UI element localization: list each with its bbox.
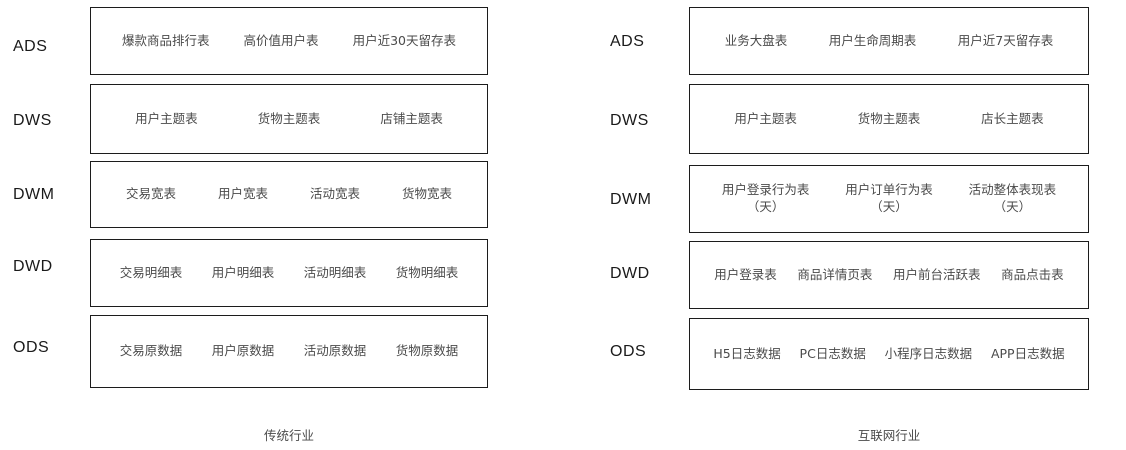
panel-caption-traditional: 传统行业 [263,428,314,443]
layer-label-dwm-right: DWM [610,191,652,208]
layer-label-ods-right: ODS [610,343,647,360]
panel-internet-industry: ADS 业务大盘表 用户生命周期表 用户近7天留存表 DWS 用户主题表 货物主… [563,0,1126,450]
table-item: PC日志数据 [799,345,866,361]
table-item: 用户主题表 [734,110,797,126]
table-item: 用户前台活跃表 [893,266,981,282]
layer-label-dwd-right: DWD [610,265,650,282]
table-item: 小程序日志数据 [884,345,973,361]
table-item: 活动整体表现表 （天） [968,182,1057,214]
table-item: 用户订单行为表 （天） [845,182,933,214]
table-item: 高价值用户表 [243,32,319,48]
layer-box-ods-left: 交易原数据 用户原数据 活动原数据 货物原数据 [90,315,488,388]
layer-box-dwm-right: 用户登录行为表 （天） 用户订单行为表 （天） 活动整体表现表 （天） [689,165,1089,233]
table-item: 用户生命周期表 [828,32,917,48]
table-item: 用户登录行为表 （天） [721,182,810,214]
table-item: 用户近30天留存表 [352,32,456,48]
table-item: 用户宽表 [217,186,268,202]
table-item: 用户登录表 [714,266,777,282]
layer-label-ads-left: ADS [13,38,48,55]
layer-label-dwd-left: DWD [13,258,53,275]
table-item: 交易明细表 [119,264,183,280]
table-item: 商品详情页表 [797,266,873,282]
table-item: 货物宽表 [401,186,452,202]
table-item: 爆款商品排行表 [122,32,210,48]
table-item: 店铺主题表 [380,110,443,126]
table-item: 货物明细表 [395,264,459,280]
table-item: 用户原数据 [211,343,275,359]
table-item: 活动宽表 [309,186,360,202]
layer-box-dwd-left: 交易明细表 用户明细表 活动明细表 货物明细表 [90,239,488,307]
layer-box-ads-left: 爆款商品排行表 高价值用户表 用户近30天留存表 [90,7,488,75]
table-item: 活动原数据 [303,343,367,359]
layer-box-dwm-left: 交易宽表 用户宽表 活动宽表 货物宽表 [90,161,488,228]
table-item: 业务大盘表 [724,32,788,48]
table-item: 交易宽表 [125,186,176,202]
layer-label-dws-right: DWS [610,112,649,129]
panel-traditional-industry: ADS 爆款商品排行表 高价值用户表 用户近30天留存表 DWS 用户主题表 货… [13,7,488,443]
table-item: H5日志数据 [713,345,781,361]
layer-label-ods-left: ODS [13,339,50,356]
layer-box-dws-left: 用户主题表 货物主题表 店铺主题表 [90,84,488,154]
table-item: 货物主题表 [857,110,921,126]
layer-label-ads-right: ADS [610,33,645,50]
layer-box-ads-right: 业务大盘表 用户生命周期表 用户近7天留存表 [689,7,1089,75]
table-item: 用户近7天留存表 [957,32,1054,48]
layer-label-dws-left: DWS [13,112,52,129]
table-item: 用户主题表 [135,110,198,126]
table-item: APP日志数据 [990,345,1065,361]
table-item: 店长主题表 [981,110,1044,126]
panel-caption-internet: 互联网行业 [857,428,921,443]
layer-box-dwd-right: 用户登录表 商品详情页表 用户前台活跃表 商品点击表 [689,241,1089,309]
layer-label-dwm-left: DWM [13,186,55,203]
layer-box-dws-right: 用户主题表 货物主题表 店长主题表 [689,84,1089,154]
table-item: 货物原数据 [395,343,459,359]
table-item: 货物主题表 [257,110,321,126]
table-item: 活动明细表 [303,264,367,280]
table-item: 交易原数据 [119,343,183,359]
table-item: 用户明细表 [211,264,275,280]
table-item: 商品点击表 [1001,266,1064,282]
layer-box-ods-right: H5日志数据 PC日志数据 小程序日志数据 APP日志数据 [689,318,1089,390]
